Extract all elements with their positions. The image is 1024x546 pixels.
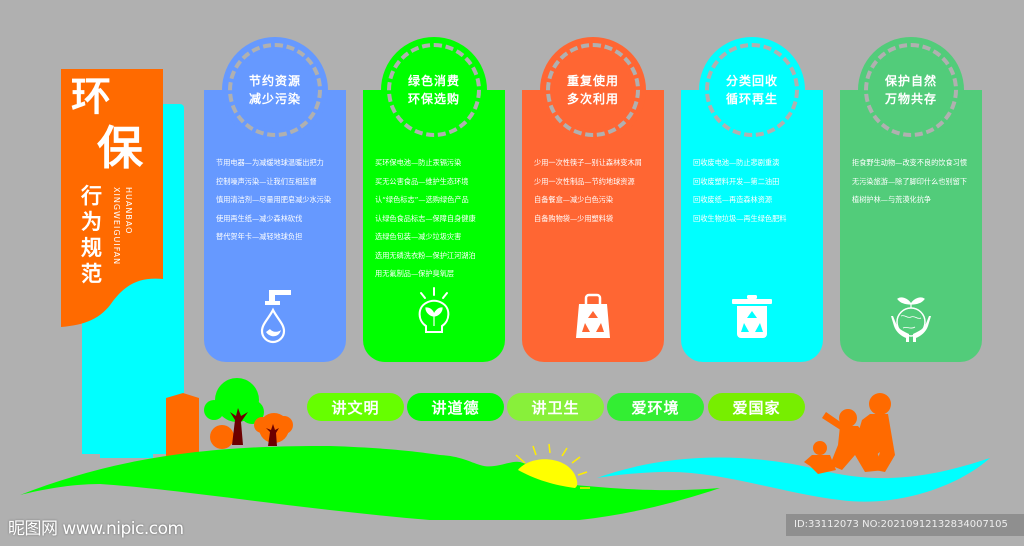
tree-trunk-icon [230,408,248,445]
card-title-line1: 绿色消费 [407,74,460,88]
card-list: 买环保电池—防止汞镉污染 买无公害食品—维护生态环境 认“绿色标志”—选购绿色产… [375,154,476,284]
list-item: 替代贺年卡—减轻地球负担 [216,232,303,241]
list-item: 自备购物袋—少用塑料袋 [534,213,614,223]
list-item: 慎用清洁剂—尽量用肥皂减少水污染 [216,195,332,204]
card-title-line2: 减少污染 [248,92,301,106]
card-list: 回收废电池—防止悲剧重演 回收废塑料开发—第二油田 回收废纸—再造森林资源 回收… [693,154,786,228]
card-title-line1: 保护自然 [884,74,937,88]
list-item: 用无氟制品—保护臭氧层 [375,269,455,278]
banner-pinyin-2: XINGWEIGUIFAN [112,187,121,266]
banner-title-char-1: 环 [71,73,111,120]
banner-pinyin-1: HUANBAO [124,187,133,235]
banner-subtitle-char: 范 [81,262,102,286]
list-item: 拒食野生动物—改变不良的饮食习惯 [852,158,968,167]
family-silhouette-icon [804,393,895,474]
card-title-line2: 环保选购 [407,92,460,106]
card-title-line1: 重复使用 [566,74,619,88]
card-protect-nature: 拒食野生动物—改变不良的饮食习惯 无污染旅游—除了脚印什么也别留下 植树护林—与… [840,90,982,362]
list-item: 回收废塑料开发—第二油田 [693,176,780,186]
card-title-line2: 多次利用 [566,92,619,106]
list-item: 买环保电池—防止汞镉污染 [375,158,462,167]
building-icon [166,393,199,460]
banner-subtitle-char: 行 [81,184,102,208]
list-item: 少用一次性制品—节约地球资源 [534,176,635,186]
card-badge: 重复使用 多次利用 [540,37,646,143]
lightbulb-leaf-icon [418,287,450,333]
slogan-pill: 爱国家 [708,393,805,421]
card-title-line2: 万物共存 [884,92,937,106]
list-item: 回收废电池—防止悲剧重演 [693,158,780,167]
card-badge: 绿色消费 环保选购 [381,37,487,143]
slogan-pill: 讲文明 [307,393,404,421]
list-item: 回收生物垃圾—再生绿色肥料 [693,213,787,223]
list-item: 无污染旅游—除了脚印什么也别留下 [852,176,968,186]
list-item: 使用再生纸—减少森林砍伐 [216,213,303,223]
landscape-illustration [20,360,990,520]
banner-title-char-2: 保 [97,121,143,175]
banner-shape [61,69,163,327]
hands-globe-sprout-icon [891,297,931,342]
banner-subtitle-char: 规 [81,236,102,260]
card-list: 拒食野生动物—改变不良的饮食习惯 无污染旅游—除了脚印什么也别留下 植树护林—与… [852,154,967,210]
list-item: 认绿色食品标志—保障自身健康 [375,213,476,223]
list-item: 回收废纸—再造森林资源 [693,195,773,204]
card-badge: 分类回收 循环再生 [699,37,805,143]
list-item: 买无公害食品—维护生态环境 [375,176,469,186]
card-reuse: 少用一次性筷子—别让森林变木屑 少用一次性制品—节约地球资源 自备餐盒—减少白色… [522,90,664,362]
list-item: 选绿色包装—减少垃圾灾害 [375,232,462,241]
recycle-bag-icon [576,293,610,338]
river-wave [597,457,990,502]
banner-subtitle-char: 为 [81,210,102,234]
list-item: 节用电器—为减缓地球温暖出把力 [216,158,324,167]
list-item: 少用一次性筷子—别让森林变木屑 [534,158,642,167]
faucet-water-drop-icon [260,290,291,344]
list-item: 自备餐盒—减少白色污染 [534,195,614,204]
recycle-bin-icon [732,295,772,338]
card-list: 节用电器—为减缓地球温暖出把力 控制噪声污染—让我们互相监督 慎用清洁剂—尽量用… [216,154,331,247]
list-item: 认“绿色标志”—选购绿色产品 [375,195,469,204]
card-badge: 节约资源 减少污染 [222,37,328,143]
slogan-pill: 讲道德 [407,393,504,421]
slogan-pill: 爱环境 [607,393,704,421]
card-list: 少用一次性筷子—别让森林变木屑 少用一次性制品—节约地球资源 自备餐盒—减少白色… [534,154,642,228]
title-banner: 环 保 行 为 规 范 HUANBAO XINGWEIGUIFAN [61,69,163,327]
slogan-pill: 讲卫生 [507,393,604,421]
green-hill [20,445,720,520]
watermark-id: ID:33112073 NO:20210912132834007105 [786,514,1024,536]
building-icon [100,360,153,458]
sun-icon [515,443,590,489]
card-title-line2: 循环再生 [725,92,778,106]
list-item: 植树护林—与荒漠化抗争 [852,195,932,204]
card-title-line1: 分类回收 [725,74,778,88]
list-item: 选用无磷洗衣粉—保护江河湖泊 [375,250,476,260]
watermark-site: 昵图网 www.nipic.com [8,519,184,539]
list-item: 控制噪声污染—让我们互相监督 [216,176,317,186]
card-title-line1: 节约资源 [248,74,301,88]
card-badge: 保护自然 万物共存 [858,37,964,143]
